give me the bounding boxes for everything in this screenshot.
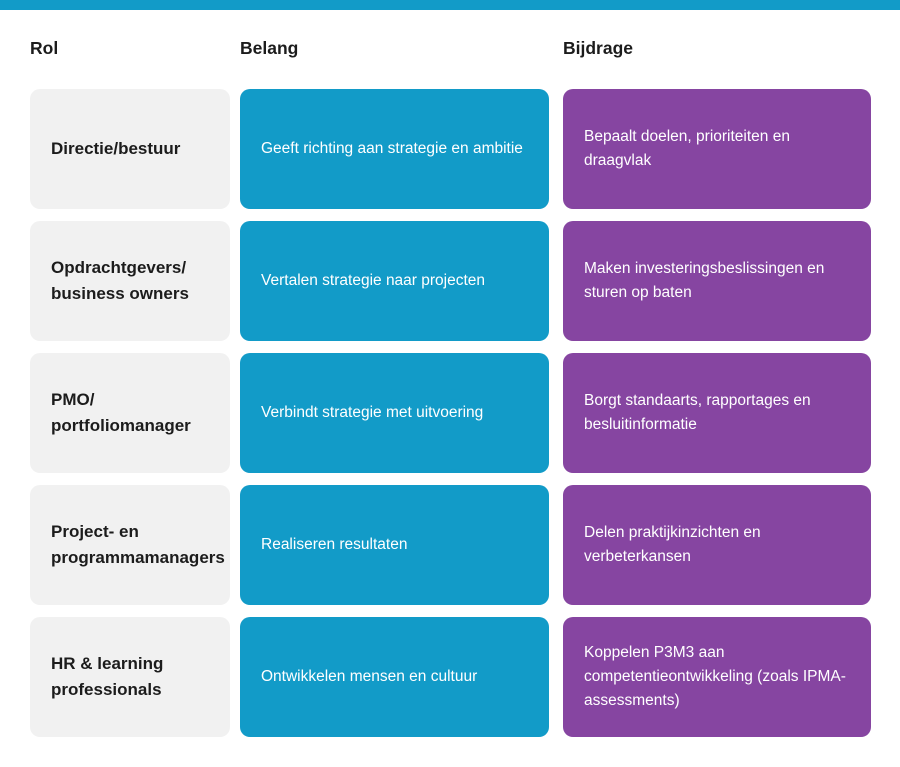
table-row: Project- en programmamanagers Realiseren… xyxy=(30,485,872,605)
belang-cell-text: Ontwikkelen mensen en cultuur xyxy=(261,668,478,685)
column-header-bijdrage: Bijdrage xyxy=(563,38,634,58)
rol-cell-text: Project- en programmamanagers xyxy=(51,522,225,567)
roles-table: Rol Belang Bijdrage Directie/bestuur Gee… xyxy=(0,10,900,737)
bijdrage-cell-text: Maken investeringsbeslissingen en sturen… xyxy=(584,260,825,301)
bijdrage-cell-text: Delen praktijkinzichten en verbeterkanse… xyxy=(584,524,761,565)
rol-cell: Project- en programmamanagers xyxy=(30,485,230,605)
belang-cell-text: Geeft richting aan strategie en ambitie xyxy=(261,140,523,157)
bijdrage-cell: Koppelen P3M3 aan competentieontwikkelin… xyxy=(563,617,871,737)
bijdrage-cell-text: Borgt standaarts, rapportages en besluit… xyxy=(584,392,811,433)
rol-cell: PMO/ portfoliomanager xyxy=(30,353,230,473)
belang-cell: Vertalen strategie naar projecten xyxy=(240,221,549,341)
belang-cell-text: Vertalen strategie naar projecten xyxy=(261,272,486,289)
rol-cell-text: Opdrachtgevers/ business owners xyxy=(51,258,189,303)
bijdrage-cell: Bepaalt doelen, prioriteiten en draagvla… xyxy=(563,89,871,209)
belang-cell: Geeft richting aan strategie en ambitie xyxy=(240,89,549,209)
belang-cell-text: Realiseren resultaten xyxy=(261,536,408,553)
rol-cell-text: HR & learning professionals xyxy=(51,654,164,699)
rol-cell: Opdrachtgevers/ business owners xyxy=(30,221,230,341)
belang-cell: Ontwikkelen mensen en cultuur xyxy=(240,617,549,737)
table-row: Directie/bestuur Geeft richting aan stra… xyxy=(30,89,872,209)
bijdrage-cell-text: Koppelen P3M3 aan competentieontwikkelin… xyxy=(584,644,846,709)
belang-cell: Realiseren resultaten xyxy=(240,485,549,605)
column-header-rol: Rol xyxy=(30,38,59,58)
rol-cell: Directie/bestuur xyxy=(30,89,230,209)
bijdrage-cell: Borgt standaarts, rapportages en besluit… xyxy=(563,353,871,473)
rol-cell-text: PMO/ portfoliomanager xyxy=(51,390,191,435)
bijdrage-cell: Maken investeringsbeslissingen en sturen… xyxy=(563,221,871,341)
belang-cell-text: Verbindt strategie met uitvoering xyxy=(261,404,484,421)
top-accent-bar xyxy=(0,0,900,10)
bijdrage-cell-text: Bepaalt doelen, prioriteiten en draagvla… xyxy=(584,128,790,169)
table-header-row: Rol Belang Bijdrage xyxy=(30,10,872,89)
column-header-belang: Belang xyxy=(240,38,299,58)
table-row: HR & learning professionals Ontwikkelen … xyxy=(30,617,872,737)
table-row: PMO/ portfoliomanager Verbindt strategie… xyxy=(30,353,872,473)
rol-cell-text: Directie/bestuur xyxy=(51,139,181,158)
belang-cell: Verbindt strategie met uitvoering xyxy=(240,353,549,473)
rol-cell: HR & learning professionals xyxy=(30,617,230,737)
bijdrage-cell: Delen praktijkinzichten en verbeterkanse… xyxy=(563,485,871,605)
table-row: Opdrachtgevers/ business owners Vertalen… xyxy=(30,221,872,341)
